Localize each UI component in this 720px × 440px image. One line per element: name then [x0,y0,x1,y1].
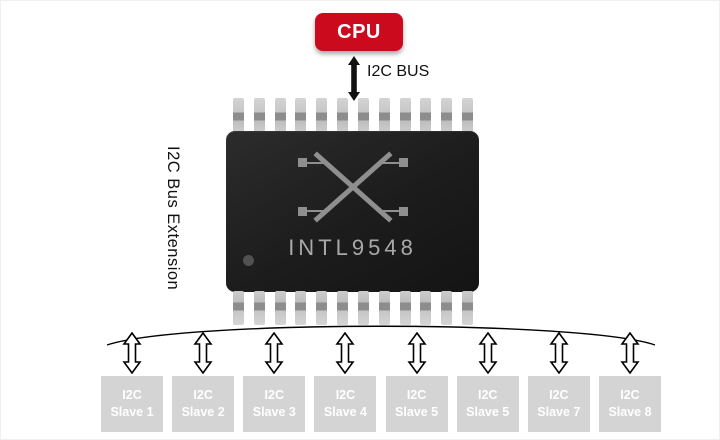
slave-label-line1: I2C [193,388,213,402]
slave-label-line2: Slave 1 [110,405,154,419]
chip-pin [420,291,432,325]
chip-pin [253,98,265,132]
i2c-bus-arrow-icon [348,56,360,101]
slave-arrow-icon [549,332,569,374]
slave-label-line2: Slave 5 [466,405,510,419]
pin1-dot [243,255,254,266]
slave-column-8: I2C Slave 8 [598,332,661,432]
slave-arrow-icon [478,332,498,374]
chip-top-pins [233,98,473,132]
chip-pin [295,98,307,132]
cpu-box: CPU [315,13,403,51]
slave-label-line2: Slave 4 [323,405,367,419]
slave-column-1: I2C Slave 1 [101,332,163,432]
slave-box: I2C Slave 7 [527,376,590,432]
chip-pin [441,291,453,325]
slave-arrow-icon [193,332,213,374]
chip-pin [378,98,390,132]
slave-label-line1: I2C [549,388,569,402]
slave-box: I2C Slave 2 [172,376,235,432]
slave-box: I2C Slave 5 [456,376,519,432]
chip-pin [316,291,328,325]
bus-extension-label: I2C Bus Extension [164,145,182,291]
chip-pin [295,291,307,325]
chip-pin [274,291,286,325]
slave-column-7: I2C Slave 7 [527,332,590,432]
slave-column-3: I2C Slave 3 [243,332,306,432]
slave-label-line1: I2C [477,388,498,402]
i2c-bus-label: I2C BUS [367,63,430,80]
chip-pin [399,98,411,132]
slave-box: I2C Slave 5 [385,376,448,432]
slave-label-line1: I2C [620,388,640,402]
cpu-label: CPU [337,20,381,43]
chip-pin [316,98,328,132]
chip-pin [233,291,244,325]
slave-column-5: I2C Slave 5 [385,332,448,432]
slave-column-2: I2C Slave 2 [172,332,235,432]
slave-label-line2: Slave 2 [181,405,225,419]
chip-bottom-pins [233,291,473,325]
slave-box: I2C Slave 1 [101,376,163,432]
chip-pin [357,98,369,132]
chip-logo-icon [297,151,408,223]
chip-pin [461,291,473,325]
chip-pin [274,98,286,132]
slave-arrow-icon [122,332,142,374]
chip-pin [399,291,411,325]
chip-pin [461,98,473,132]
slave-label-line1: I2C [122,388,142,402]
chip-pin [357,291,369,325]
slave-label-line2: Slave 8 [608,405,652,419]
slave-box: I2C Slave 4 [314,376,377,432]
chip-body: INTL9548 [226,131,479,292]
chip-pin [233,98,244,132]
slave-label-line1: I2C [335,388,356,402]
fanout-curve [106,325,656,346]
slave-label-line2: Slave 3 [252,405,296,419]
chip-pin [253,291,265,325]
slave-box: I2C Slave 8 [598,376,661,432]
slave-label-line1: I2C [264,388,284,402]
chip-pin [420,98,432,132]
slave-label-line1: I2C [406,388,427,402]
chip-pin [337,98,349,132]
slave-arrow-icon [620,332,640,374]
slave-label-line2: Slave 5 [395,405,439,419]
slave-column-6: I2C Slave 5 [456,332,519,432]
slave-label-line2: Slave 7 [537,405,581,419]
slave-box: I2C Slave 3 [243,376,306,432]
chip-pin [337,291,349,325]
slave-arrow-icon [406,332,427,374]
slave-arrow-icon [264,332,284,374]
slave-row: I2C Slave 1 I2C Slave 2 I2C Slave 3 [101,332,661,432]
chip-pin [378,291,390,325]
chip-part-number: INTL9548 [288,235,417,260]
slave-arrow-icon [335,332,355,374]
slave-column-4: I2C Slave 4 [314,332,377,432]
chip-pin [441,98,453,132]
